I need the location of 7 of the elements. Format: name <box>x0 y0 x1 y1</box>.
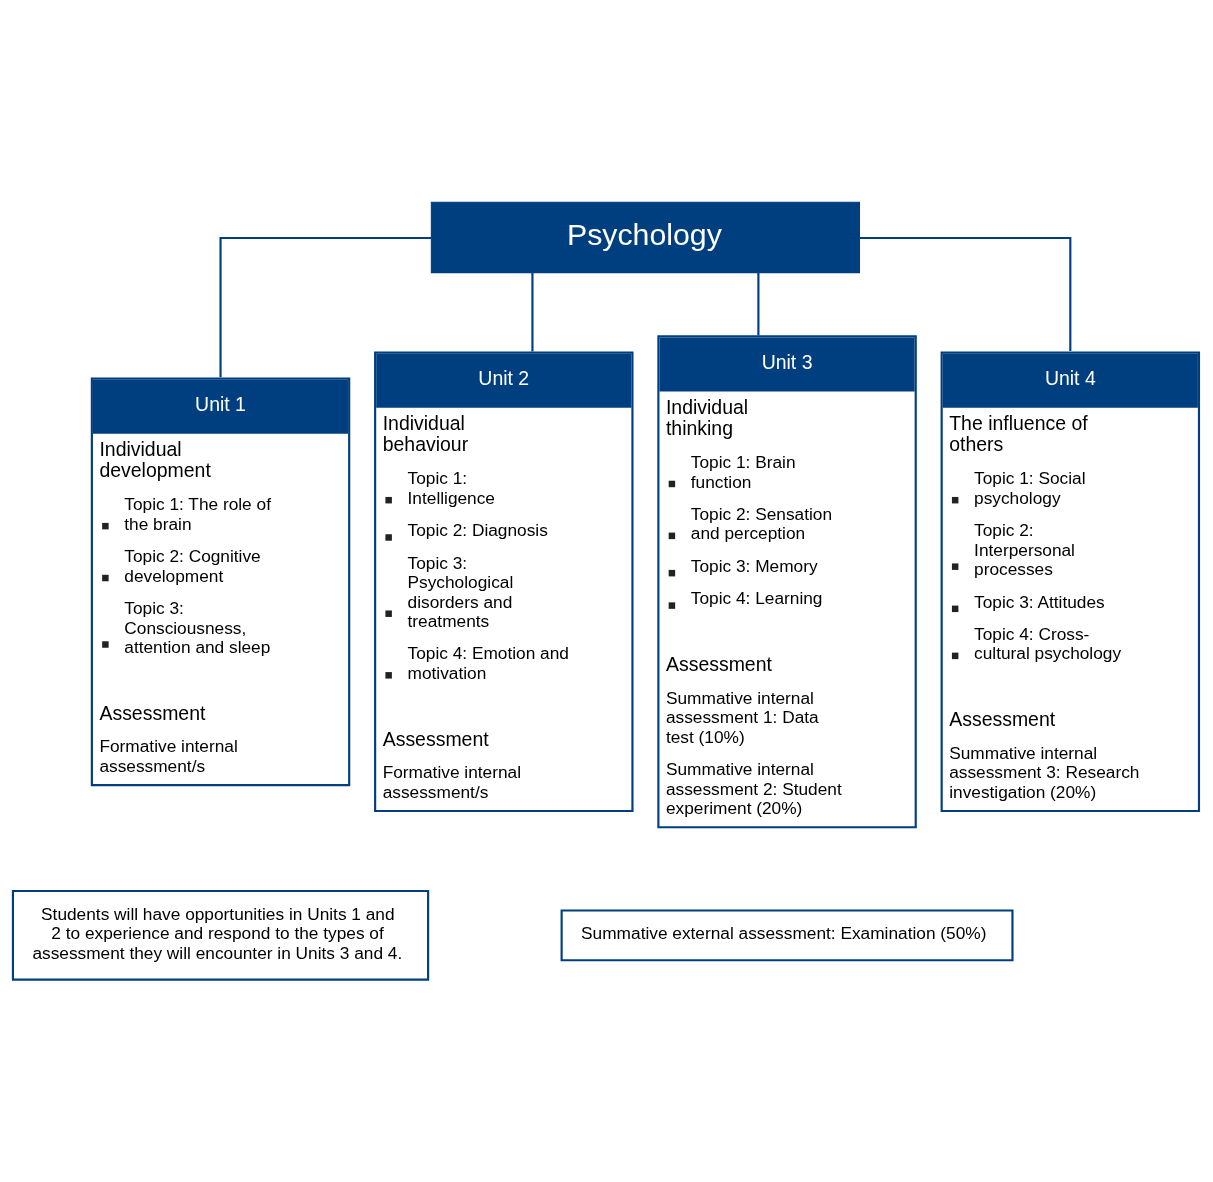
connector <box>859 236 1072 352</box>
node-box: Summative external assessment: Examination (50%) <box>560 909 1014 962</box>
node-box: Students will have opportunities in Units 1 and 2 to experience and respond to the types of assessment they will encounter in Units 3 and 4. <box>11 889 430 981</box>
connector <box>219 236 432 378</box>
connector <box>757 272 760 336</box>
node-box: Psychology <box>430 201 861 274</box>
connector <box>531 272 534 352</box>
